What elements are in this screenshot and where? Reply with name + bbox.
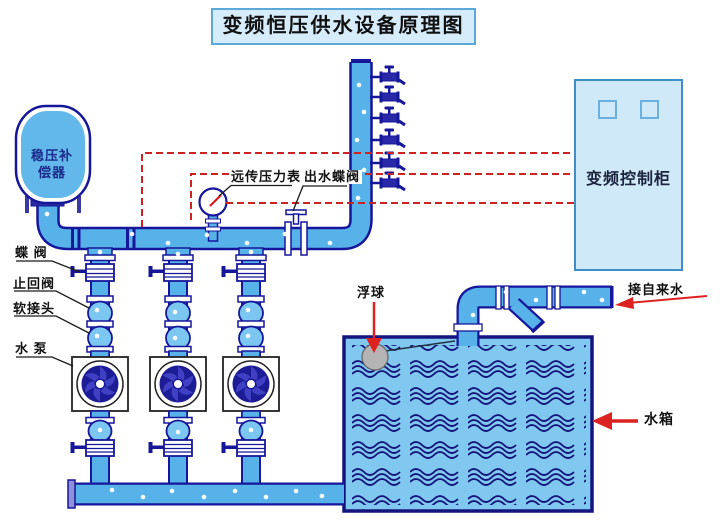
water-tank-arrow	[592, 412, 638, 430]
float-ball-arrow	[366, 302, 382, 353]
callout-outlet-butterfly-valve: 出水蝶阀	[302, 169, 363, 184]
callout-float-ball: 浮球	[357, 285, 386, 300]
water-tank	[342, 335, 594, 513]
diagram-title: 变频恒压供水设备原理图	[211, 8, 476, 45]
callout-remote-pressure-gauge: 远传压力表	[229, 169, 304, 184]
bubble-dots	[44, 82, 605, 500]
callout-soft-joint: 软接头	[13, 301, 56, 316]
gauge-needle	[209, 194, 222, 207]
compensator-tank	[14, 104, 92, 213]
callout-butterfly-valve: 蝶 阀	[15, 245, 48, 260]
inlet-fittings	[453, 285, 614, 334]
outlet-valve-icon	[284, 209, 308, 256]
callout-tap-water: 接自来水	[628, 282, 685, 297]
control-cabinet-label: 变频控制柜	[585, 171, 671, 188]
callout-water-pump: 水 泵	[15, 341, 48, 356]
signal-dashed-lines	[141, 152, 574, 227]
tap-water-arrow	[615, 295, 708, 309]
pointer-lines	[14, 184, 347, 367]
control-cabinet: 变频控制柜	[574, 79, 683, 271]
callout-water-tank: 水箱	[644, 411, 674, 427]
cabinet-indicator-2	[640, 100, 659, 119]
pump-unit-3	[222, 248, 280, 456]
compensator-label: 稳压补偿器	[30, 148, 73, 180]
red-arrows	[366, 295, 708, 430]
cabinet-indicator-1	[598, 100, 617, 119]
callout-check-valve: 止回阀	[13, 276, 56, 291]
pump-unit-2	[149, 248, 207, 456]
manifold-end-cap	[67, 479, 76, 509]
pump-unit-1	[71, 248, 129, 456]
wave-pattern	[350, 345, 586, 505]
y-strainer-icon	[508, 298, 546, 334]
riser-valve-icons	[368, 64, 407, 192]
